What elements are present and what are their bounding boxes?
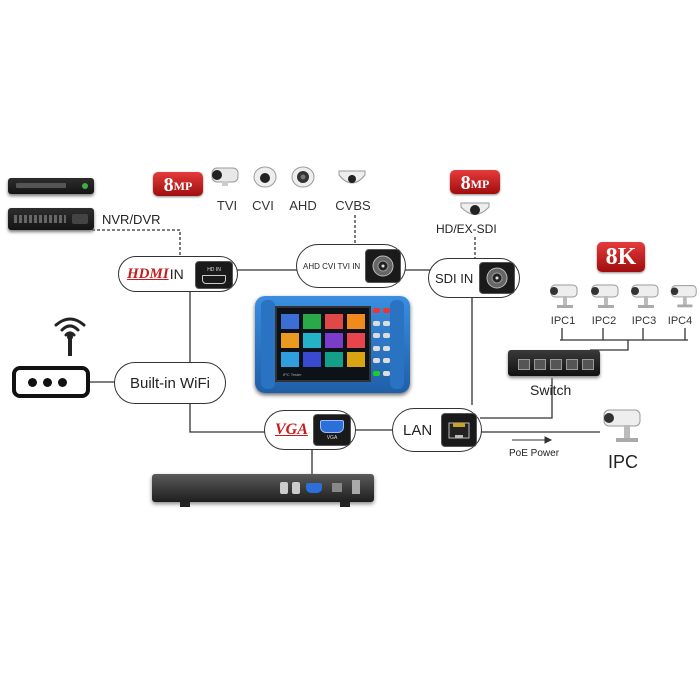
mp-badge-right: 8 MP: [450, 170, 500, 194]
app-tile[interactable]: [325, 352, 343, 367]
analog-camera-label-cvi: CVI: [252, 198, 274, 213]
hdmi-to-vga-line: [189, 290, 270, 433]
ipc4-label: IPC4: [667, 315, 693, 327]
wifi-label: Built-in WiFi: [129, 374, 210, 392]
analog-camera-label-tvi: TVI: [216, 198, 238, 213]
lan-label: LAN: [403, 421, 433, 439]
app-tile[interactable]: [303, 352, 321, 367]
nvr-foot-right: [340, 502, 350, 507]
ipc2-label: IPC2: [591, 315, 617, 327]
nvr-foot-left: [180, 502, 190, 507]
poe-arrow: [512, 436, 553, 444]
mp-badge-right-unit: MP: [470, 177, 490, 191]
sdi-in-node: SDI IN: [428, 258, 520, 298]
dvr-device: [8, 178, 94, 194]
analog-camera-label-ahd: AHD: [289, 198, 317, 213]
switch-device: [508, 350, 600, 376]
dome-camera-icon-2: [290, 165, 316, 189]
analog-in-label: AHD CVI TVI IN: [303, 261, 361, 271]
sdi-camera-icon: [458, 200, 492, 220]
wifi-node: Built-in WiFi: [114, 362, 226, 404]
ipc4-camera-icon: [666, 282, 700, 310]
lan-to-switch-line: [480, 378, 553, 419]
mp-badge-left-number: 8: [163, 174, 174, 196]
k8-badge: 8K: [597, 242, 645, 272]
nvr-device: [8, 208, 94, 230]
ipc-camera-icon: [600, 406, 646, 446]
switch-label: Switch: [530, 382, 572, 398]
mp-badge-left: 8 MP: [153, 172, 203, 196]
sdi-bnc-port-icon: [479, 262, 515, 294]
mp-badge-right-number: 8: [460, 172, 471, 194]
mp-badge-left-unit: MP: [173, 179, 193, 193]
analog-camera-label-cvbs: CVBS: [335, 198, 371, 213]
hdmi-port-icon: HD IN: [195, 261, 233, 289]
hdmi-logo: HDMI: [127, 265, 169, 282]
switch-to-ipc-line: [590, 340, 629, 351]
app-tile[interactable]: [303, 314, 321, 329]
analog-in-node: AHD CVI TVI IN: [296, 244, 406, 288]
app-tile[interactable]: [281, 352, 299, 367]
app-tile[interactable]: [281, 333, 299, 348]
app-tile[interactable]: [325, 333, 343, 348]
vga-port-icon: VGA: [313, 414, 351, 446]
hdmi-suffix: IN: [169, 266, 184, 282]
ceiling-camera-icon: [336, 165, 368, 189]
router-device: [12, 366, 90, 398]
app-tile[interactable]: [325, 314, 343, 329]
hdmi-port-label: HD IN: [207, 266, 221, 273]
vga-port-label: VGA: [326, 434, 338, 441]
wifi-signal-icon: [48, 316, 92, 356]
app-tile[interactable]: [347, 352, 365, 367]
bnc-port-icon: [365, 249, 401, 283]
app-tile[interactable]: [347, 333, 365, 348]
tester-keypad: [373, 308, 391, 380]
poe-power-label: PoE Power: [509, 448, 560, 459]
app-tile[interactable]: [347, 314, 365, 329]
nvr-to-hdmi-line: [92, 229, 181, 262]
nvr-rear-device: [152, 474, 374, 502]
ipc3-label: IPC3: [631, 315, 657, 327]
vga-logo: VGA: [275, 421, 308, 438]
rj45-port-icon: [441, 413, 477, 447]
ipc1-camera-icon: [545, 282, 581, 310]
tester-screen: IPC Tester: [275, 306, 371, 382]
app-tile[interactable]: [303, 333, 321, 348]
sdi-camera-label: HD/EX-SDI: [436, 222, 497, 236]
ipc-label: IPC: [608, 452, 639, 472]
nvr-dvr-label: NVR/DVR: [102, 212, 161, 227]
ipc1-label: IPC1: [550, 315, 576, 327]
ipc2-camera-icon: [586, 282, 622, 310]
dome-camera-icon-1: [252, 165, 278, 189]
vga-node: VGA VGA: [264, 410, 356, 450]
bullet-camera-icon: [208, 165, 242, 187]
ipc3-camera-icon: [626, 282, 662, 310]
lan-node: LAN: [392, 408, 482, 452]
tester-device: IPC Tester: [255, 296, 410, 393]
tester-brand: IPC Tester: [283, 372, 302, 377]
app-tile[interactable]: [281, 314, 299, 329]
sdi-in-label: SDI IN: [435, 270, 474, 286]
hdmi-in-node: HDMI IN HD IN: [118, 256, 238, 292]
